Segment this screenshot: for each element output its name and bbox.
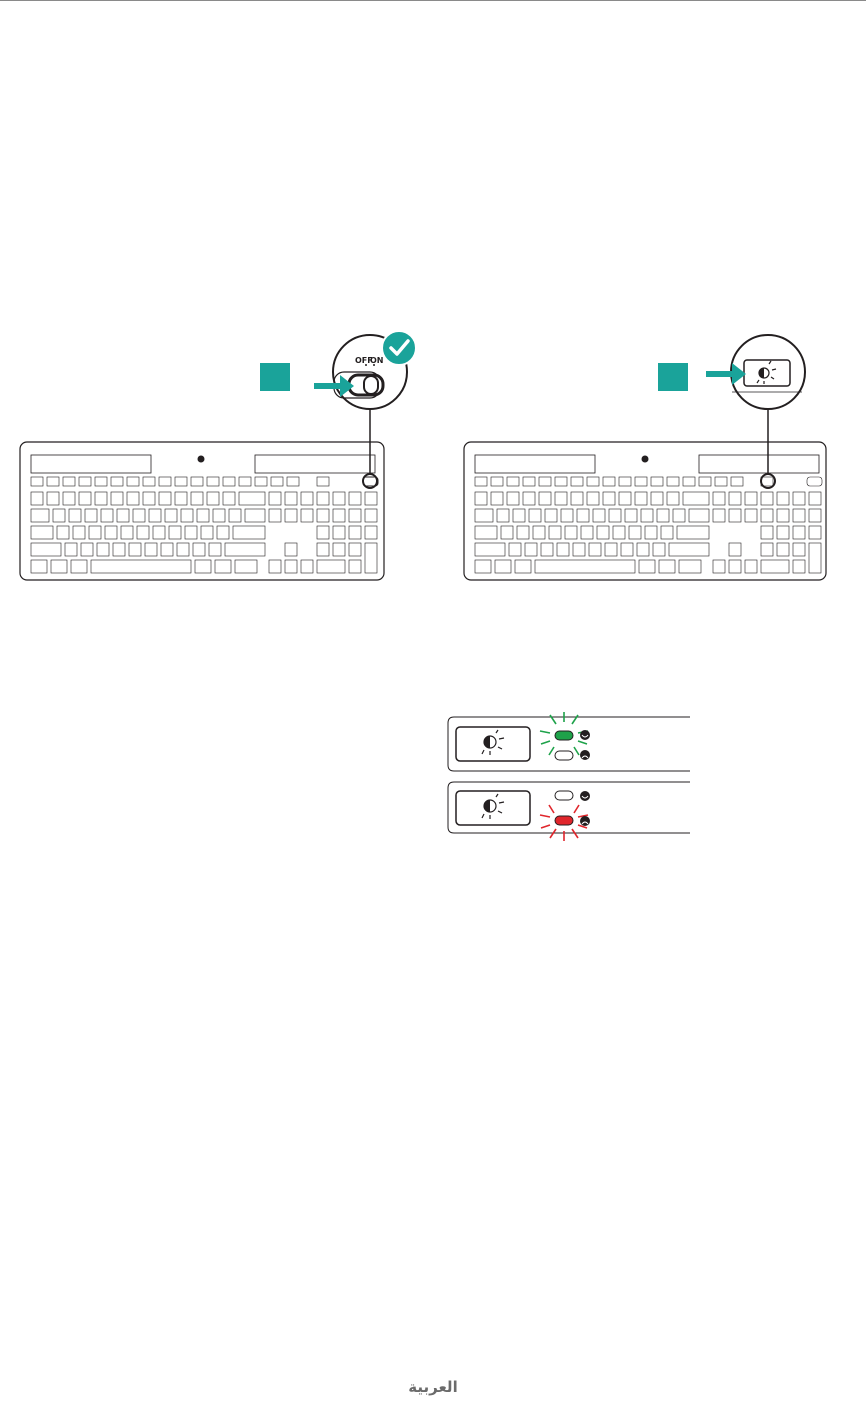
top-rule [0,0,866,1]
led-off [555,791,573,800]
step-marker [658,363,688,391]
indicator-panel-bad [448,782,690,841]
figure-light-indicator [446,705,692,845]
footer-language-label: العربية [0,1378,866,1396]
figure-light-check [462,328,866,588]
smiley-sad-icon [580,750,590,760]
keyboard-illustration [20,442,384,580]
step-marker [260,363,290,391]
smiley-happy-icon [580,791,590,801]
checkmark-icon [382,331,416,365]
led-off [555,751,573,760]
keyboard-illustration [464,442,826,580]
switch-on-label: ON [370,356,384,365]
figure-power-switch: OFF ON [18,328,430,588]
smiley-sad-icon [580,816,590,826]
indicator-panel-good [448,712,690,771]
smiley-happy-icon [580,730,590,740]
